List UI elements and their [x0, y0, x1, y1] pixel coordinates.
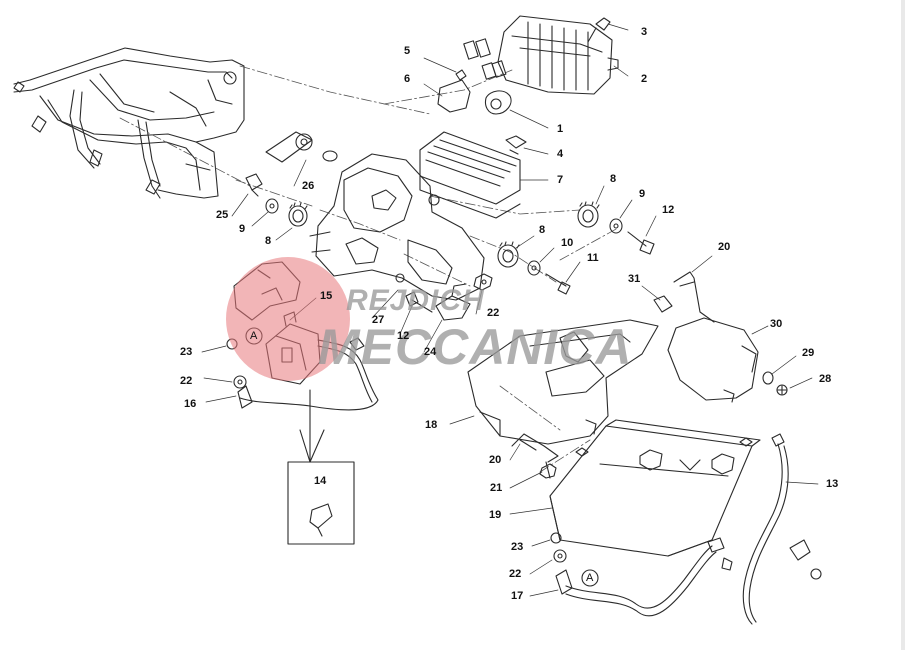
nut-22-lower	[553, 549, 567, 563]
callout-label: 29	[802, 347, 815, 359]
callout-label: 2	[641, 73, 648, 85]
rubber-mount-26	[265, 131, 338, 163]
callout-label: 20	[718, 241, 731, 253]
callout-label: 9	[639, 188, 646, 200]
voltage-regulator	[497, 15, 619, 95]
bolt-21	[539, 461, 557, 479]
battery-cable-13	[742, 433, 822, 625]
reference-mark-a: A	[586, 572, 594, 584]
callout-label: 6	[404, 73, 411, 85]
grommet-8-left	[288, 202, 308, 227]
callout-label: 30	[770, 318, 783, 330]
bolt-12-right	[627, 231, 655, 255]
callout-label: 16	[184, 398, 197, 410]
callout-label: 28	[819, 373, 832, 385]
callout-label: 27	[372, 314, 385, 326]
callout-label: 24	[424, 346, 437, 358]
callout-label: 31	[628, 273, 641, 285]
clip-24	[435, 283, 471, 321]
bolt-11	[545, 273, 571, 295]
callout-label: 25	[216, 209, 229, 221]
callout-label: 21	[490, 482, 503, 494]
callout-label: 22	[509, 568, 522, 580]
bolt-12-mid	[405, 291, 433, 313]
motorcycle-frame	[13, 47, 245, 199]
nut-29	[762, 371, 774, 385]
washer-9-left	[265, 198, 279, 214]
regulator-bolt	[587, 17, 611, 43]
watermark-line-2: MECCANICA	[318, 319, 633, 375]
watermark-logo-icon	[226, 257, 350, 381]
battery-19	[549, 419, 761, 557]
grommet-8-right-lower	[497, 241, 520, 268]
callout-label: 11	[587, 252, 599, 264]
callout-label: 7	[557, 174, 564, 186]
callout-label: 5	[404, 45, 411, 57]
callout-label: 3	[641, 26, 648, 38]
callout-label: 4	[557, 148, 564, 160]
reference-mark-a: A	[250, 330, 258, 342]
fuse-connectors	[437, 38, 527, 155]
callout-label: 8	[265, 235, 272, 247]
callout-label: 1	[557, 123, 564, 135]
bracket-20-upper	[673, 271, 715, 323]
nut-22-left	[233, 375, 247, 389]
callout-label: 17	[511, 590, 524, 602]
main-mounting-bracket	[309, 153, 485, 301]
callout-label: 20	[489, 454, 502, 466]
main-fuse-inset	[287, 389, 355, 545]
callout-label: 9	[239, 223, 246, 235]
callout-label: 22	[180, 375, 193, 387]
callout-label: 22	[487, 307, 500, 319]
washer-10	[527, 260, 541, 276]
washer-23-lower	[550, 532, 562, 544]
callout-label: 26	[302, 180, 315, 192]
battery-cable-17	[555, 537, 733, 617]
callout-label: 15	[320, 290, 333, 302]
grommet-8-right-upper	[577, 201, 600, 228]
watermark-line-1: REJDICH	[346, 284, 485, 317]
washer-9-right	[609, 218, 623, 234]
callout-label: 14	[314, 475, 327, 487]
callout-label: 12	[397, 330, 410, 342]
screw-28	[776, 384, 788, 396]
callout-label: 19	[489, 509, 502, 521]
callout-label: 18	[425, 419, 438, 431]
callout-label: 23	[511, 541, 524, 553]
callout-label: 8	[539, 224, 546, 236]
right-edge-strip	[901, 0, 905, 650]
clip-nut-25	[245, 173, 263, 197]
clip-31	[653, 295, 673, 313]
alignment-leader-lines	[119, 65, 619, 473]
battery-tray-18	[467, 319, 659, 445]
fuse-box-cover-30	[667, 317, 759, 403]
callout-label: 23	[180, 346, 193, 358]
bracket-20-lower	[511, 433, 559, 463]
callout-label: 13	[826, 478, 839, 490]
nut-22-mid	[473, 273, 493, 291]
electrical-bracket-plate	[419, 131, 521, 219]
callout-label: 10	[561, 237, 574, 249]
callout-label: 12	[662, 204, 675, 216]
callout-label: 8	[610, 173, 617, 185]
